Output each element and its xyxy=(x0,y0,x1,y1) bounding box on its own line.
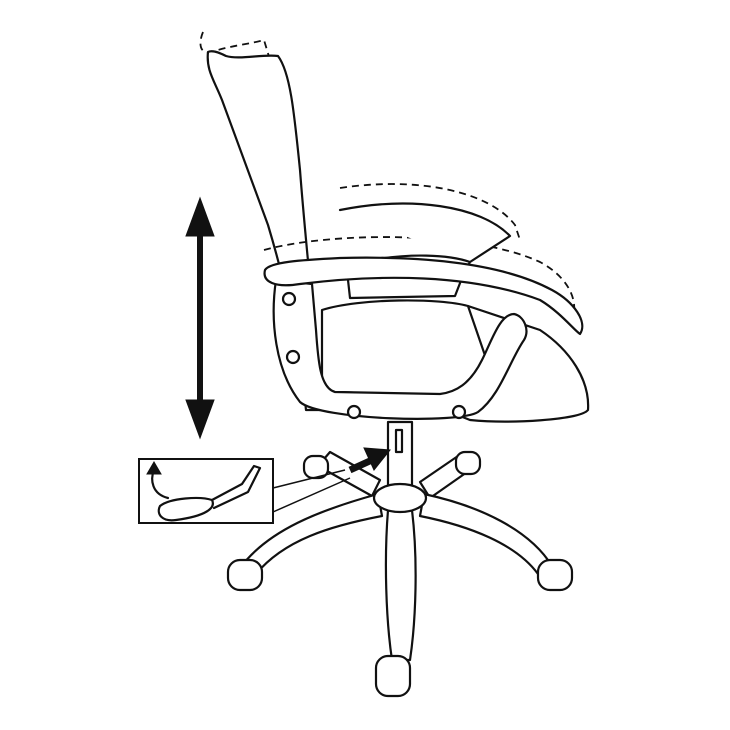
lift-lever xyxy=(394,428,404,454)
caster-wheel xyxy=(536,558,574,592)
lever-detail-inset xyxy=(138,458,351,524)
frame-screw xyxy=(346,404,362,420)
double-arrow-icon xyxy=(185,196,215,440)
frame-screw xyxy=(451,404,467,420)
caster-wheel xyxy=(226,558,264,592)
lever-arrow-head xyxy=(146,461,162,475)
frame-screw xyxy=(285,349,301,365)
raised-armrest-outline xyxy=(339,183,521,241)
base-leg-front xyxy=(384,508,417,662)
raised-armrest-outline-lower xyxy=(263,236,576,313)
pointer-arrow-icon xyxy=(348,447,391,474)
caster-wheel xyxy=(454,450,482,476)
near-armrest-pad xyxy=(263,256,584,336)
base-hub xyxy=(372,482,428,514)
lever-handle xyxy=(157,496,214,522)
base-leg-right xyxy=(418,492,554,576)
caster-wheel xyxy=(374,654,412,698)
near-armrest-frame xyxy=(272,278,528,420)
frame-screw xyxy=(281,291,297,307)
backrest xyxy=(206,50,322,412)
